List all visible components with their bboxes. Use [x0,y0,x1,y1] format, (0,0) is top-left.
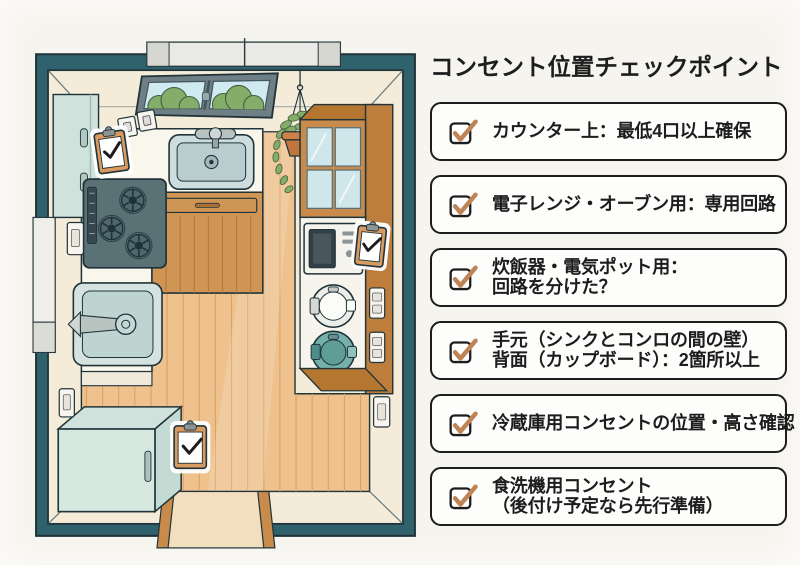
outlet-right-wall-lower [373,396,391,428]
drawer-handle [194,202,220,208]
checklist-line: 冷蔵庫用コンセントの位置・高さ確認 [492,412,795,433]
left-wall-door [32,216,56,354]
checklist-item-text: 炊飯器・電気ポット用： 回路を分けた？ [492,257,688,298]
outlet-cupboard-lower [368,331,386,364]
checklist-item: 炊飯器・電気ポット用： 回路を分けた？ [430,247,787,307]
checklist-line: 炊飯器・電気ポット用： [492,256,688,277]
checklist-item-text: 冷蔵庫用コンセントの位置・高さ確認 [492,413,795,434]
checklist-line: 背面（カップボード）：2箇所以上 [492,350,760,371]
microwave [303,222,364,275]
refrigerator [56,405,184,514]
checklist-line: 回路を分けた？ [492,277,617,298]
glass-cabinet [299,118,367,219]
checklist-item: カウンター上：最低4口以上確保 [430,101,787,161]
checklist-line: カウンター上：最低4口以上確保 [492,120,752,141]
checkmark-clipboard-icon [350,220,391,272]
checked-checkbox-icon [449,411,478,436]
door-jamb [257,490,276,549]
checklist-item: 冷蔵庫用コンセントの位置・高さ確認 [430,393,795,453]
outlet-left-wall-lower [58,388,75,418]
window-greenery [211,84,265,110]
checked-checkbox-icon [449,192,478,217]
checklist-line: 食洗機用コンセント [492,475,653,496]
fridge-handle [144,450,152,482]
checklist-item: 電子レンジ・オーブン用：専用回路 [430,174,787,234]
checklist-line: 手元（シンクとコンロの間の壁） [492,329,759,350]
checked-checkbox-icon [449,484,478,509]
checked-checkbox-icon [449,119,478,144]
counter-cabinet-front [151,191,264,294]
window-exterior-sill [146,38,342,67]
cupboard-base [298,367,389,392]
rice-cooker [309,284,356,329]
checked-checkbox-icon [449,338,478,363]
electric-pot [310,330,357,375]
checklist-item-text: 手元（シンクとコンロの間の壁） 背面（カップボード）：2箇所以上 [492,330,760,371]
checkmark-clipboard-icon [170,420,211,474]
main-sink [168,127,255,191]
secondary-sink [67,282,163,367]
kitchen-illustration-container [26,36,426,552]
outlet-left-wall-upper [66,221,85,256]
checklist-line: 電子レンジ・オーブン用：専用回路 [492,193,776,214]
kitchen-window [134,72,279,119]
gas-stove [82,178,167,269]
doorway-opening [156,490,276,549]
checklist-item: 手元（シンクとコンロの間の壁） 背面（カップボード）：2箇所以上 [430,320,787,380]
faucet [67,310,137,338]
window-greenery [147,86,200,109]
checkmark-clipboard-icon [89,125,134,179]
checklist-item: 食洗機用コンセント （後付け予定なら先行準備） [430,466,787,526]
checklist-item-text: 電子レンジ・オーブン用：専用回路 [492,194,776,215]
checklist-panel: コンセント位置チェックポイント カウンター上：最低4口以上確保 電子レンジ・オー… [430,52,795,540]
faucet [194,127,237,149]
outlet-cupboard-upper [368,287,386,319]
panel-title: コンセント位置チェックポイント [430,54,783,80]
checklist-line: （後付け予定なら先行準備） [492,496,724,517]
kitchen-floor-plan [32,38,416,549]
checked-checkbox-icon [449,265,478,290]
counter-side-panel [80,371,153,387]
checklist-item-text: 食洗機用コンセント （後付け予定なら先行準備） [492,475,724,517]
checklist-item-text: カウンター上：最低4口以上確保 [492,121,751,142]
